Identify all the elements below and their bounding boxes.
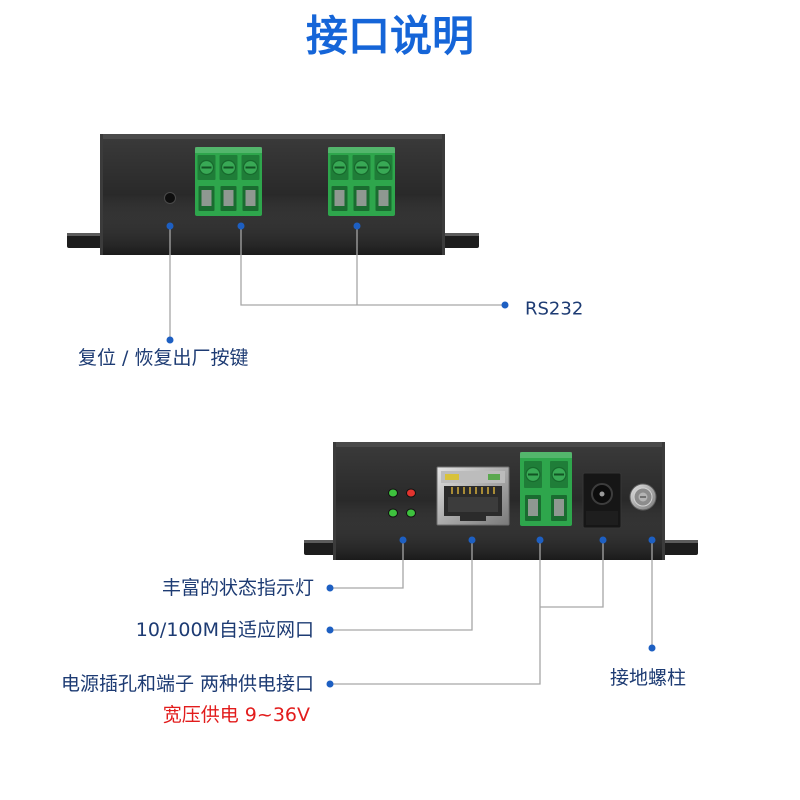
power-terminal-callout-dot — [536, 536, 544, 544]
led-leader-line — [330, 540, 404, 589]
bottom-device — [304, 442, 698, 560]
voltage-range-label: 宽压供电 9~36V — [163, 704, 310, 726]
reset-button-hole — [164, 192, 176, 204]
power-terminal-leader-line — [330, 540, 541, 685]
rs232-label: RS232 — [525, 299, 583, 320]
dc-jack-callout-dot — [599, 536, 607, 544]
reset-label-dot — [166, 336, 174, 344]
reset-label: 复位 / 恢复出厂按键 — [78, 347, 248, 369]
ethernet-callout-dot — [468, 536, 476, 544]
power-label: 电源插孔和端子 两种供电接口 — [61, 673, 314, 695]
top-device — [67, 134, 479, 255]
rj45-act-led-green — [488, 474, 500, 480]
rs232-terminal-block-1 — [195, 147, 262, 216]
terminal-wire-clamp — [223, 190, 234, 206]
ethernet-label-dot — [326, 626, 334, 634]
dc-power-jack — [582, 472, 622, 529]
bottom-device-left-edge — [333, 442, 336, 560]
status-led-2 — [406, 488, 416, 498]
terminal-wire-clamp — [201, 190, 212, 206]
rs232-callout-dot-1 — [237, 222, 245, 230]
bottom-device-flange-right — [661, 540, 698, 555]
bottom-device-flange-right-edge — [661, 540, 698, 543]
bottom-device-right-edge — [662, 442, 665, 560]
terminal-wire-clamp — [356, 190, 367, 206]
terminal-wire-clamp — [554, 499, 564, 516]
terminal-top-highlight — [520, 452, 572, 458]
dc-jack-leader-line — [540, 540, 604, 608]
rj45-ethernet-port — [436, 466, 510, 526]
top-device-right-edge — [442, 134, 445, 255]
bottom-device-top-edge — [333, 442, 665, 447]
top-device-flange-left — [67, 233, 103, 248]
status-leds — [388, 488, 416, 518]
rs232-terminal-block-2 — [328, 147, 395, 216]
ground-callout-dot — [648, 536, 656, 544]
terminal-top-highlight — [195, 147, 262, 153]
terminal-wire-clamp — [334, 190, 345, 206]
page-title: 接口说明 — [306, 12, 474, 61]
top-device-top-edge — [100, 134, 445, 139]
ground-label-dot — [648, 644, 656, 652]
reset-callout-dot — [166, 222, 174, 230]
terminal-wire-clamp — [245, 190, 256, 206]
led-label-dot — [326, 584, 334, 592]
rs232-callout-dot-2 — [353, 222, 361, 230]
bottom-callouts: 丰富的状态指示灯 10/100M自适应网口 电源插孔和端子 两种供电接口 宽压供… — [61, 536, 686, 726]
power-label-dot — [326, 680, 334, 688]
status-led-4 — [406, 508, 416, 518]
top-device-flange-right — [442, 233, 479, 248]
led-callout-dot — [399, 536, 407, 544]
top-callouts: RS232 复位 / 恢复出厂按键 — [78, 222, 583, 369]
ground-label: 接地螺柱 — [610, 667, 686, 689]
top-device-left-edge — [100, 134, 103, 255]
ground-screw — [629, 483, 657, 511]
top-device-flange-right-edge — [442, 233, 479, 236]
bottom-device-flange-left-edge — [304, 540, 337, 543]
status-led-3 — [388, 508, 398, 518]
led-label: 丰富的状态指示灯 — [162, 577, 314, 599]
rs232-label-dot — [501, 301, 509, 309]
terminal-wire-clamp — [378, 190, 389, 206]
dc-jack-pin — [599, 491, 605, 497]
terminal-wire-clamp — [528, 499, 538, 516]
dc-jack-lower — [586, 511, 618, 525]
ethernet-leader-line — [330, 540, 473, 631]
top-device-flange-left-edge — [67, 233, 103, 236]
bottom-device-flange-left — [304, 540, 337, 555]
power-terminal-block — [520, 452, 572, 526]
rj45-socket-back — [448, 497, 498, 512]
rs232-leader-line-1 — [240, 226, 505, 306]
rj45-link-led-yellow — [445, 474, 459, 480]
status-led-1 — [388, 488, 398, 498]
ethernet-label: 10/100M自适应网口 — [136, 619, 314, 641]
terminal-top-highlight — [328, 147, 395, 153]
